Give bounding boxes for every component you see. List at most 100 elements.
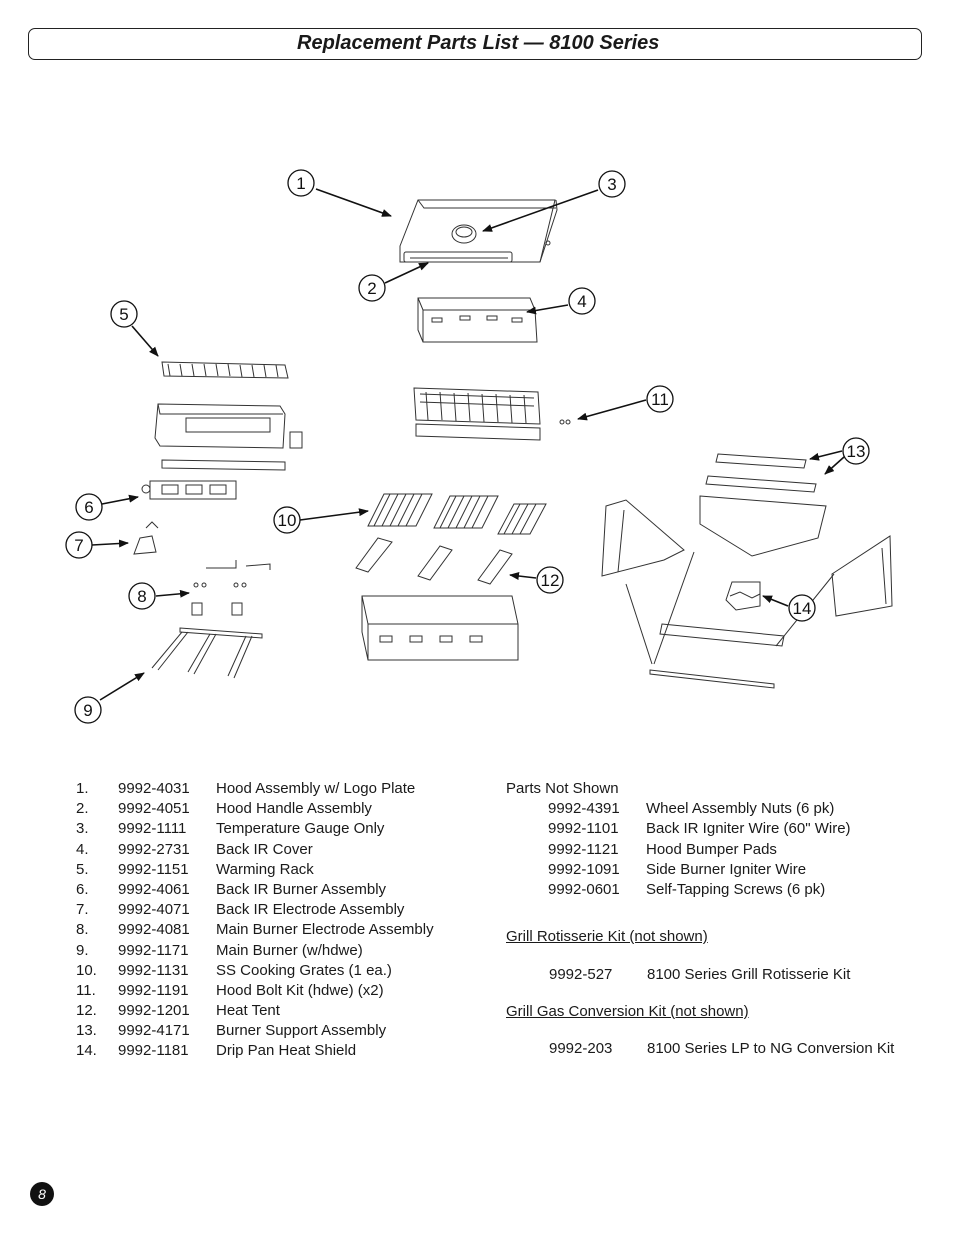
hood-drawing <box>399 199 558 263</box>
rotisserie-kit-row: 9992-527 8100 Series Grill Rotisserie Ki… <box>549 966 850 983</box>
part-description: Back IR Cover <box>216 840 313 858</box>
back-ir-cover-drawing <box>417 297 538 343</box>
title-bar: Replacement Parts List — 8100 Series <box>28 28 922 60</box>
part-number: 9992-4071 <box>118 901 190 919</box>
part-description: 8100 Series LP to NG Conversion Kit <box>647 1040 895 1057</box>
item-number: 1. <box>76 780 89 797</box>
part-description: Main Burner Electrode Assembly <box>216 921 434 939</box>
part-number: 9992-4171 <box>118 1022 190 1040</box>
part-description: Side Burner Igniter Wire <box>646 860 807 878</box>
part-description: Hood Bolt Kit (hdwe) (x2) <box>216 981 384 999</box>
callout-7: 7 <box>65 531 93 559</box>
part-description: Back IR Igniter Wire (60" Wire) <box>646 820 851 838</box>
main-burner-electrode-drawing <box>191 560 271 616</box>
item-number: 9. <box>76 941 89 959</box>
callout-13: 13 <box>842 437 870 465</box>
conversion-kit-heading: Grill Gas Conversion Kit (not shown) <box>506 1003 749 1020</box>
part-number: 9992-1131 <box>118 961 189 979</box>
part-number: 9992-527 <box>549 966 613 983</box>
item-number: 3. <box>76 820 89 838</box>
part-number: 9992-1201 <box>118 1002 190 1020</box>
part-number: 9992-1101 <box>548 820 619 838</box>
part-description: Drip Pan Heat Shield <box>216 1042 357 1060</box>
part-number: 9992-1091 <box>548 860 620 878</box>
part-description: Hood Handle Assembly <box>216 800 372 818</box>
callout-1: 1 <box>287 169 315 197</box>
cart-bottom-frame-drawing <box>625 551 835 689</box>
item-number: 13. <box>76 1022 97 1040</box>
callout-11: 11 <box>646 385 674 413</box>
callout-8: 8 <box>128 582 156 610</box>
item-number: 6. <box>76 880 89 898</box>
part-description: 8100 Series Grill Rotisserie Kit <box>647 966 851 983</box>
svg-text:7: 7 <box>74 536 83 555</box>
item-number: 5. <box>76 860 89 878</box>
back-ir-electrode-drawing <box>133 521 159 555</box>
svg-text:5: 5 <box>119 305 128 324</box>
parts-not-shown: Parts Not Shown 9992-4391 Wheel Assembly … <box>506 779 926 900</box>
svg-text:10: 10 <box>278 511 297 530</box>
part-number: 9992-4391 <box>548 800 620 818</box>
item-number: 11. <box>76 981 96 999</box>
conversion-kit-row: 9992-203 8100 Series LP to NG Conversion… <box>549 1040 894 1057</box>
heat-tent-drawing <box>355 537 513 585</box>
warming-rack-drawing <box>161 361 289 379</box>
main-grill-body-drawing <box>413 387 571 441</box>
callout-leaders <box>91 188 845 701</box>
callout-5: 5 <box>110 300 138 328</box>
list-item: 9992-1091 Side Burner Igniter Wire <box>506 860 926 880</box>
burner-support-drawing <box>699 453 827 557</box>
svg-text:9: 9 <box>83 701 92 720</box>
callout-10: 10 <box>273 506 301 534</box>
part-description: Warming Rack <box>216 860 314 878</box>
part-description: Back IR Electrode Assembly <box>216 901 405 919</box>
part-description: Back IR Burner Assembly <box>216 880 387 898</box>
parts-not-shown-heading: Parts Not Shown <box>506 780 619 797</box>
list-item: 9992-1101 Back IR Igniter Wire (60" Wire) <box>506 819 926 839</box>
list-item: 9992-4391 Wheel Assembly Nuts (6 pk) <box>506 799 926 819</box>
svg-text:6: 6 <box>84 498 93 517</box>
back-ir-burner-drawing <box>141 480 237 500</box>
svg-text:1: 1 <box>296 174 305 193</box>
svg-text:13: 13 <box>847 442 866 461</box>
svg-text:12: 12 <box>541 571 560 590</box>
part-description: Burner Support Assembly <box>216 1022 387 1040</box>
part-number: 9992-4081 <box>118 921 190 939</box>
part-number: 9992-1181 <box>118 1042 189 1060</box>
part-description: Temperature Gauge Only <box>216 820 385 838</box>
callout-14: 14 <box>788 594 816 622</box>
firebox-drawing <box>361 595 519 661</box>
item-number: 4. <box>76 840 89 858</box>
back-ir-housing-drawing <box>154 403 303 471</box>
part-description: SS Cooking Grates (1 ea.) <box>216 961 392 979</box>
part-description: Main Burner (w/hdwe) <box>216 941 363 959</box>
svg-text:4: 4 <box>577 292 586 311</box>
main-burner-drawing <box>151 627 263 679</box>
svg-text:2: 2 <box>367 279 376 298</box>
svg-text:11: 11 <box>651 390 669 409</box>
callout-4: 4 <box>568 287 596 315</box>
part-description: Self-Tapping Screws (6 pk) <box>646 880 826 898</box>
item-number: 14. <box>76 1042 97 1060</box>
rotisserie-kit-heading: Grill Rotisserie Kit (not shown) <box>506 928 708 945</box>
callout-9: 9 <box>74 696 102 724</box>
cooking-grates-drawing <box>367 493 547 535</box>
exploded-parts-diagram: 1 2 3 4 5 6 7 8 9 10 11 12 13 14 <box>65 169 893 724</box>
drip-pan-shield-drawing <box>725 581 761 611</box>
part-number: 9992-203 <box>549 1040 613 1057</box>
part-number: 9992-4031 <box>118 780 190 797</box>
callout-12: 12 <box>536 566 564 594</box>
part-number: 9992-1111 <box>118 820 187 838</box>
callout-circles: 1 2 3 4 5 6 7 8 9 10 11 12 13 14 <box>65 169 870 724</box>
part-description: Wheel Assembly Nuts (6 pk) <box>646 800 835 818</box>
page-title: Replacement Parts List — 8100 Series <box>297 32 660 54</box>
part-number: 9992-1151 <box>118 860 189 878</box>
callout-2: 2 <box>358 274 386 302</box>
item-number: 12. <box>76 1002 97 1020</box>
part-number: 9992-0601 <box>548 880 620 898</box>
part-number: 9992-4051 <box>118 800 190 818</box>
part-number: 9992-1191 <box>118 981 189 999</box>
svg-text:14: 14 <box>793 599 812 618</box>
part-description: Hood Assembly w/ Logo Plate <box>216 780 416 797</box>
